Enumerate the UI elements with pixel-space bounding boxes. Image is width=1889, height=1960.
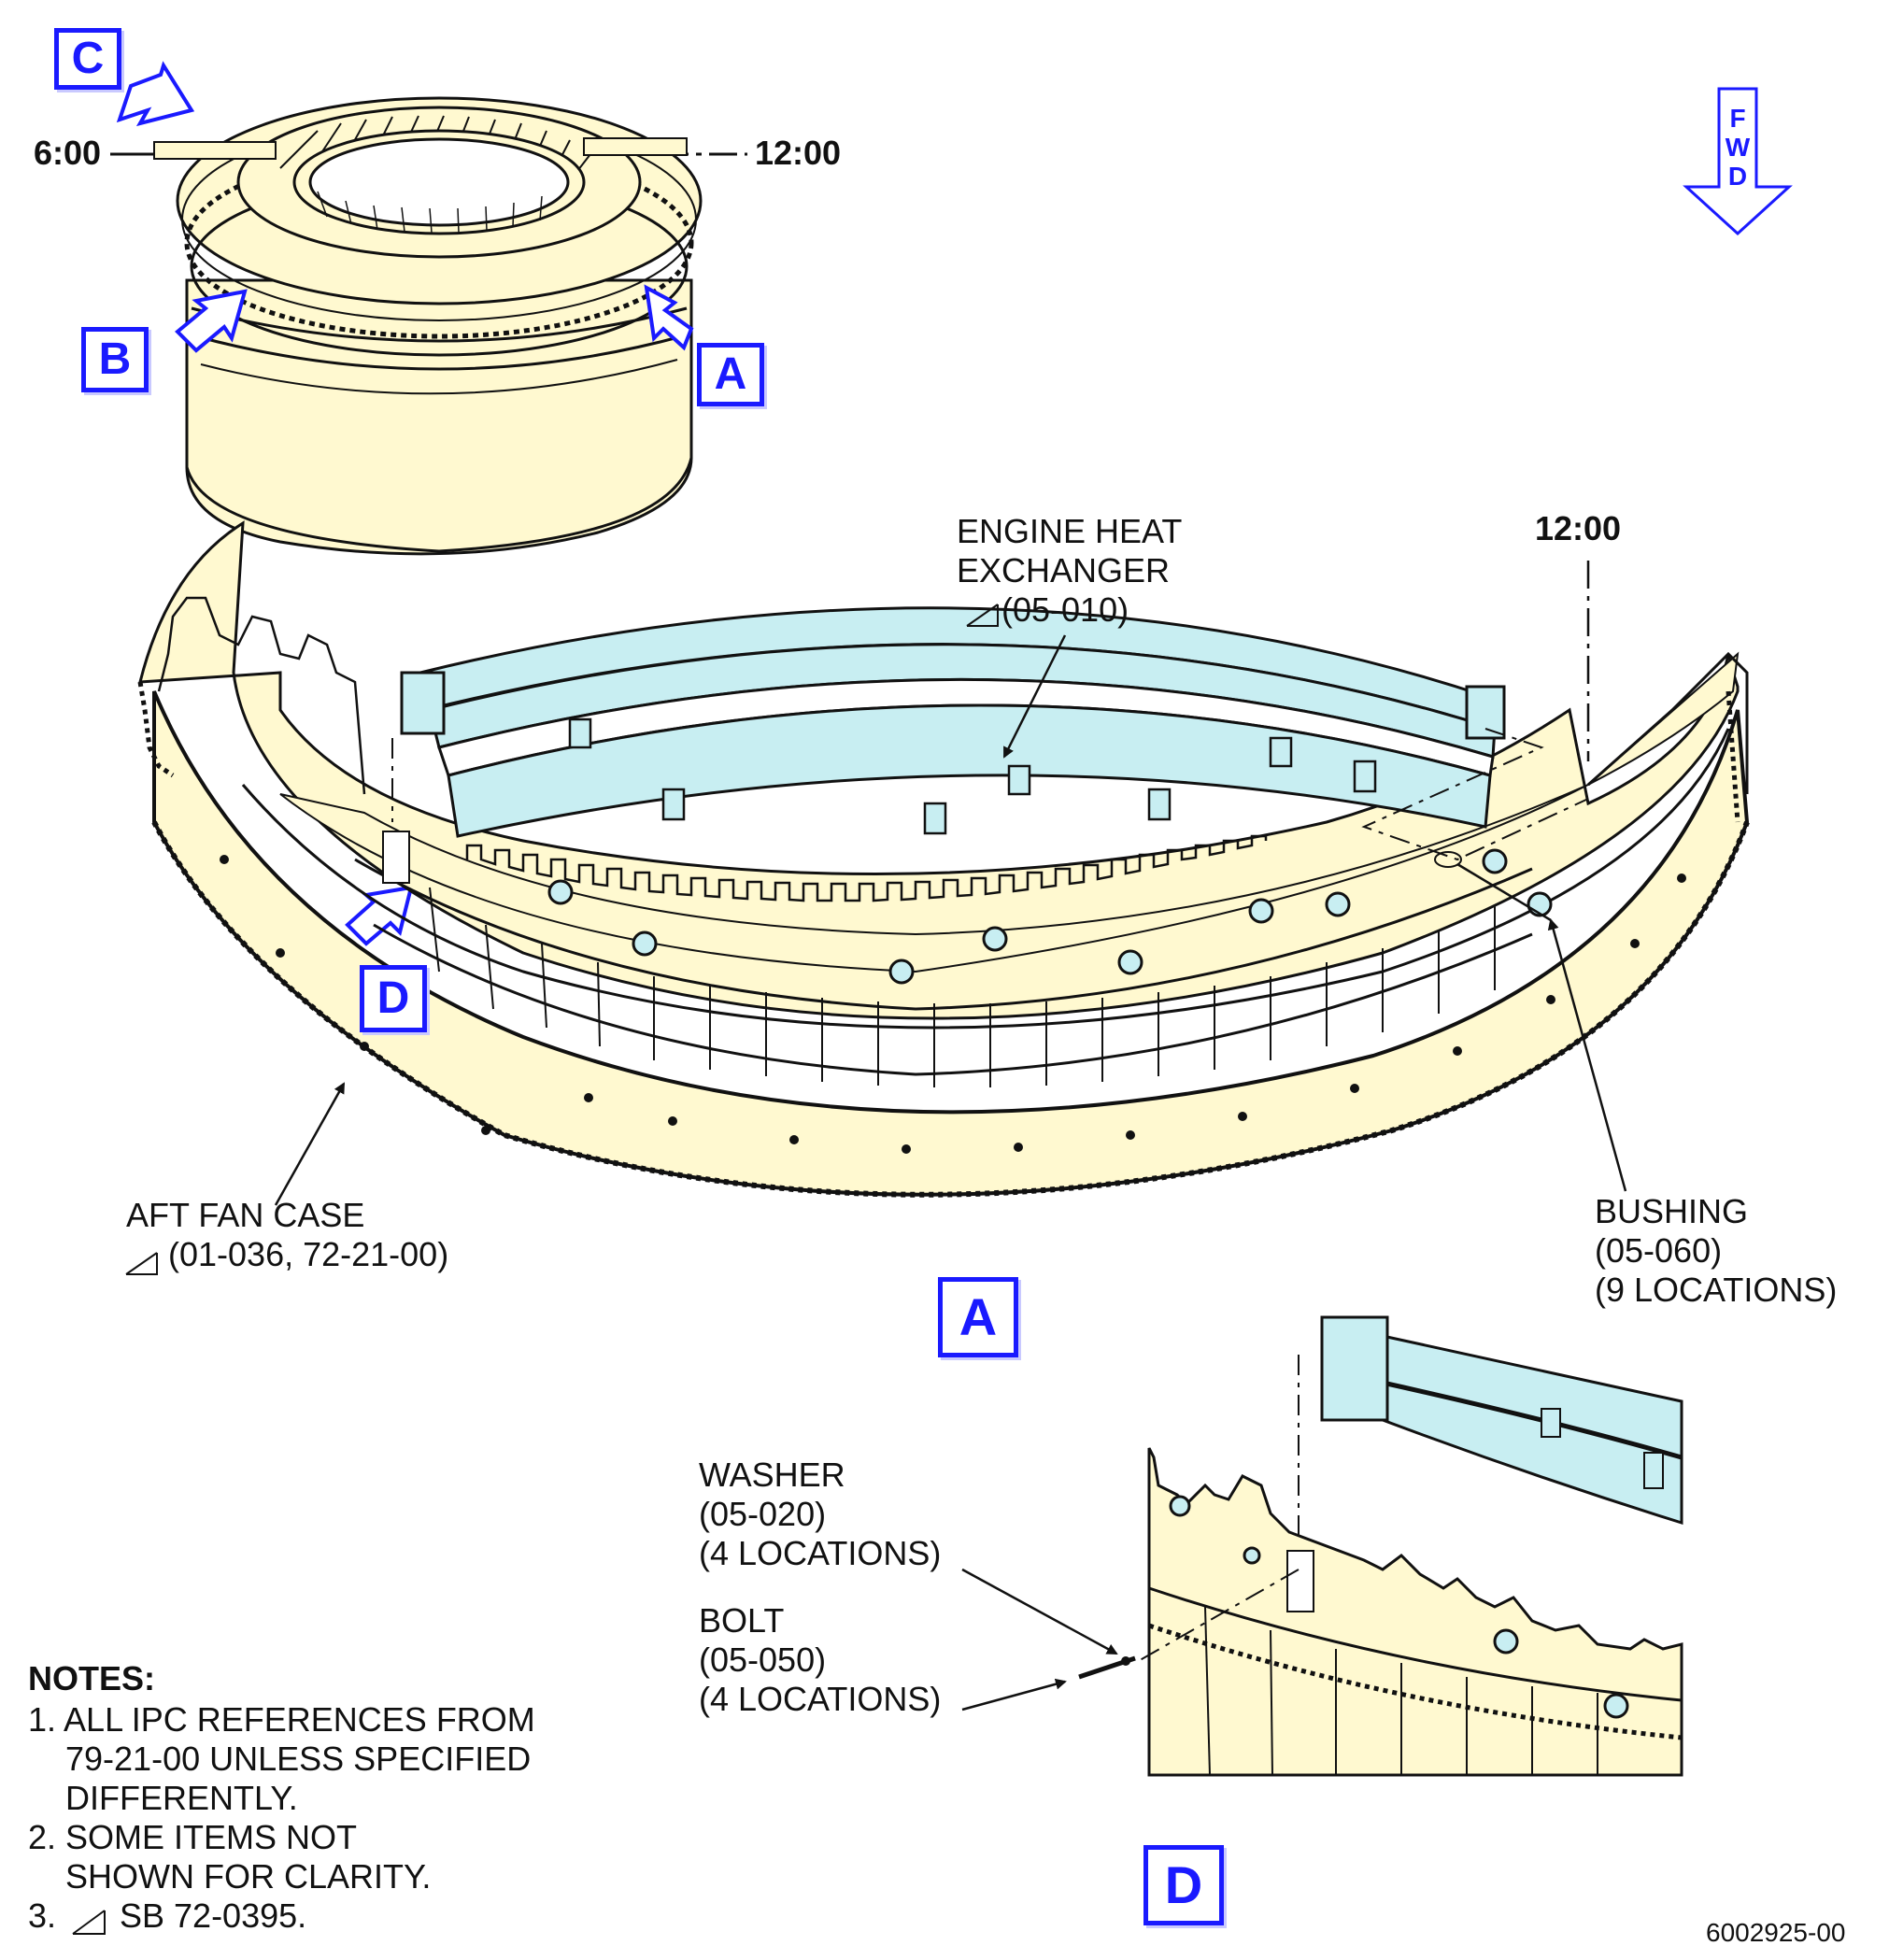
bushing-line1: BUSHING	[1595, 1192, 1749, 1230]
overview-fan-case	[110, 96, 747, 556]
bolt-ref: (05-050)	[699, 1640, 827, 1679]
view-marker-b: B	[81, 327, 149, 392]
clock-12-label: 12:00	[755, 134, 842, 172]
bolt-qty: (4 LOCATIONS)	[699, 1680, 942, 1718]
clock-6-label: 6:00	[34, 134, 102, 172]
bushing-qty: (9 LOCATIONS)	[1595, 1271, 1838, 1309]
leaders-view-d	[961, 1568, 1118, 1711]
view-arrows-overview	[116, 61, 694, 946]
washer-qty: (4 LOCATIONS)	[699, 1534, 942, 1572]
view-a-clock-label: 12:00	[1535, 509, 1622, 547]
note-1-line3: DIFFERENTLY.	[28, 1779, 298, 1817]
view-d-detail	[1078, 1315, 1683, 1777]
view-a-fan-case	[137, 520, 1750, 1198]
fan-case-triangle-symbol	[125, 1252, 158, 1275]
view-marker-d: D	[360, 965, 427, 1032]
fwd-letter-d: D	[1727, 162, 1748, 191]
note-1-line1: 1. ALL IPC REFERENCES FROM	[28, 1700, 535, 1739]
heat-exchanger-line2: EXCHANGER	[957, 551, 1171, 589]
heat-exchanger-shape	[391, 561, 1590, 861]
view-a-title: A	[938, 1277, 1018, 1357]
aft-fan-case-line1: AFT FAN CASE	[126, 1196, 365, 1234]
note-3-number: 3.	[28, 1896, 57, 1935]
heat-exchanger-line1: ENGINE HEAT	[957, 512, 1183, 550]
heat-exchanger-ref: (05-010)	[1001, 590, 1129, 629]
note-1-line2: 79-21-00 UNLESS SPECIFIED	[28, 1740, 532, 1778]
aft-fan-case-ref: (01-036, 72-21-00)	[168, 1235, 449, 1273]
drawing-number: 6002925-00	[1706, 1918, 1846, 1947]
washer-line1: WASHER	[699, 1456, 845, 1494]
leaders-view-a	[274, 634, 1627, 1206]
note-3-text: SB 72-0395.	[120, 1896, 307, 1935]
view-d-title: D	[1143, 1845, 1224, 1925]
fwd-letter-w: W	[1725, 133, 1751, 162]
notes-title: NOTES:	[28, 1659, 156, 1697]
view-marker-a: A	[697, 343, 764, 406]
exchanger-triangle-symbol	[966, 604, 999, 627]
view-marker-c: C	[54, 28, 121, 90]
bolt-line1: BOLT	[699, 1601, 785, 1640]
washer-ref: (05-020)	[699, 1495, 827, 1533]
note-2-line2: SHOWN FOR CLARITY.	[28, 1857, 432, 1896]
fwd-arrow-shape	[1683, 87, 1793, 236]
fwd-letter-f: F	[1729, 104, 1746, 133]
bushing-ref: (05-060)	[1595, 1231, 1723, 1270]
note-triangle-symbol	[72, 1910, 106, 1935]
note-2-line1: 2. SOME ITEMS NOT	[28, 1818, 358, 1856]
